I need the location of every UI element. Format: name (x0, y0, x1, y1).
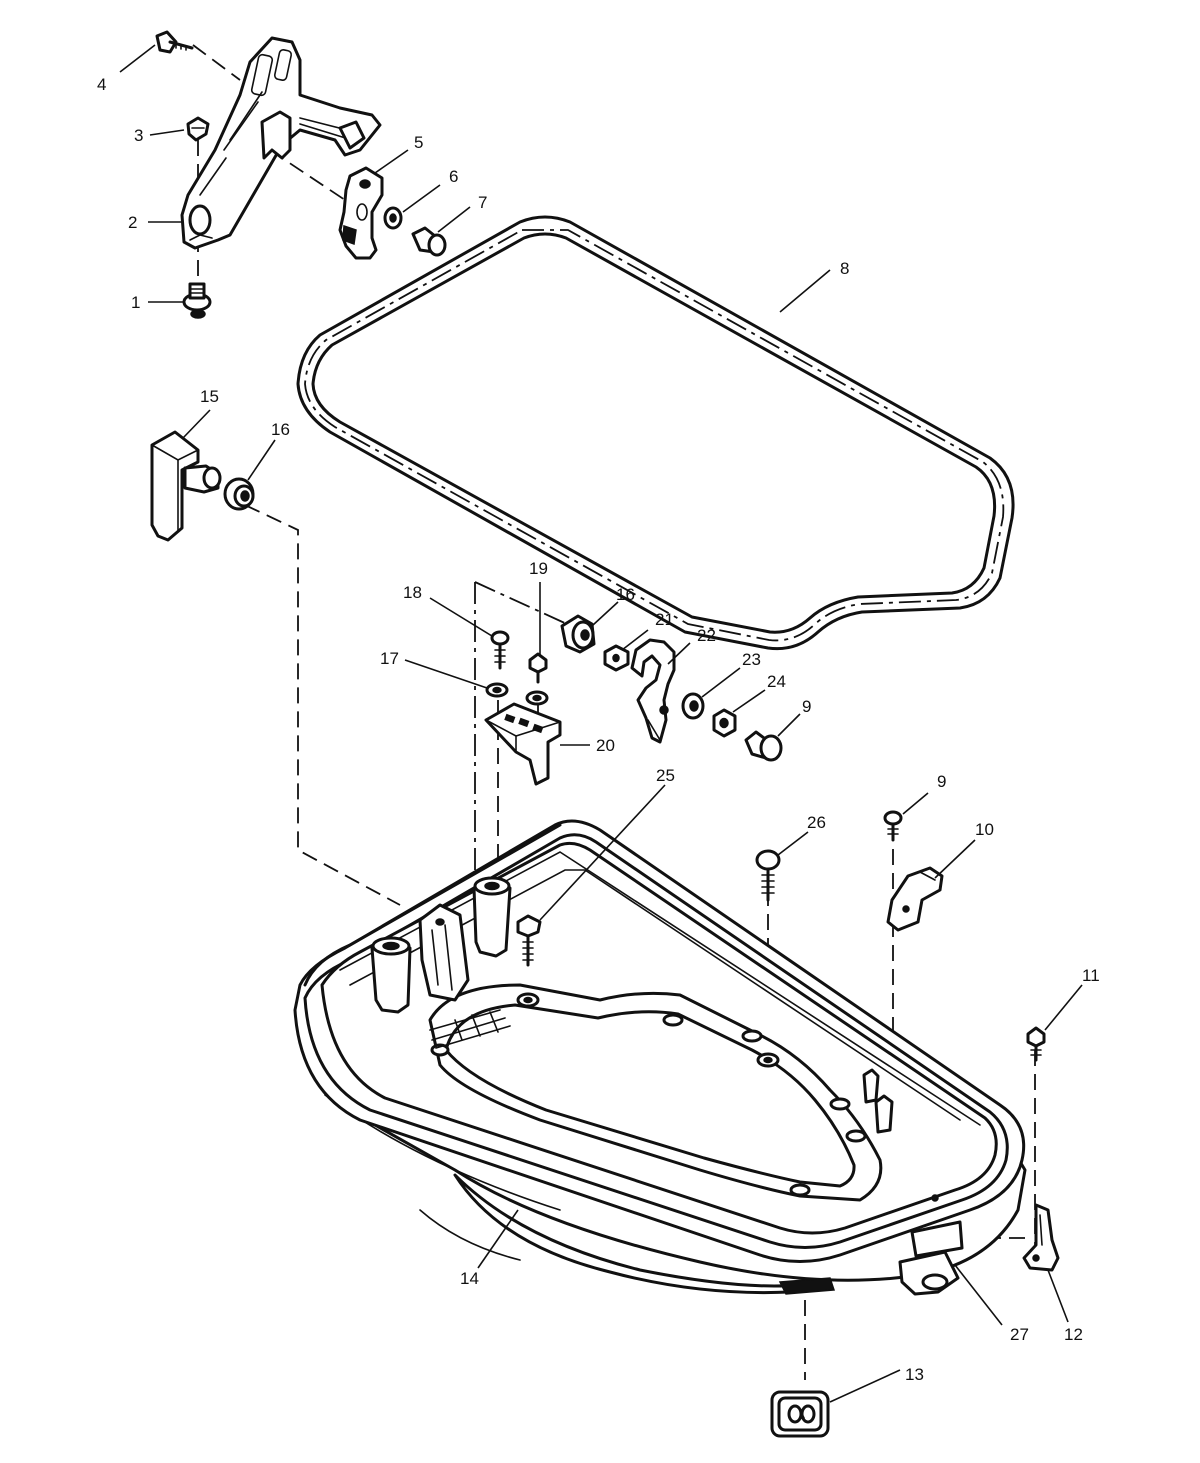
washer-23-icon (681, 692, 705, 720)
callout-5: 5 (414, 133, 423, 152)
washer-19b-icon (525, 690, 549, 706)
fastener-3-icon (186, 116, 210, 142)
callout-11: 11 (1082, 966, 1100, 985)
callout-12: 12 (1064, 1325, 1083, 1344)
link-arm-5-icon (338, 166, 384, 260)
grommet-plug-13-icon (770, 1390, 830, 1438)
nut-21-icon (603, 644, 630, 672)
grommet-16-icon (223, 477, 255, 511)
bolt-9a-icon (744, 730, 783, 762)
washer-6-icon (383, 206, 403, 230)
callout-2: 2 (128, 213, 137, 232)
bolt-9b-icon (883, 810, 903, 842)
hinge-block-15-icon (150, 430, 222, 542)
leader-lines (119, 44, 1083, 1403)
fastener-1-icon (182, 282, 212, 319)
callout-4: 4 (97, 75, 106, 94)
bolt-19-icon (528, 652, 548, 684)
callout-6: 6 (449, 167, 458, 186)
bolt-18-icon (490, 630, 510, 670)
latch-hook-22-icon (630, 638, 676, 744)
bolt-26-icon (755, 849, 781, 902)
callout-8: 8 (840, 259, 849, 278)
callout-17: 17 (380, 649, 399, 668)
cowl-bracket-icon (180, 36, 382, 250)
callout-18: 18 (403, 583, 422, 602)
bolt-11-icon (1026, 1026, 1046, 1062)
cowl-seal-8-icon (296, 215, 1015, 651)
callout-labels: 1 2 3 4 5 6 7 8 15 16 18 19 16 21 22 23 … (97, 75, 1100, 1384)
bracket-20-icon (484, 702, 562, 786)
callout-1: 1 (131, 293, 140, 312)
nut-24-icon (712, 708, 737, 738)
callout-10: 10 (975, 820, 994, 839)
callout-15: 15 (200, 387, 219, 406)
retainer-10-icon (886, 866, 944, 932)
callout-27: 27 (1010, 1325, 1029, 1344)
grommet-16b-icon (560, 614, 596, 654)
clip-12-icon (1022, 1203, 1060, 1272)
callout-16b: 16 (616, 585, 635, 604)
callout-22: 22 (697, 626, 716, 645)
bolt-4-icon (155, 30, 194, 54)
callout-7: 7 (478, 193, 487, 212)
callout-19: 19 (529, 559, 548, 578)
callout-23: 23 (742, 650, 761, 669)
callout-14: 14 (460, 1269, 479, 1288)
washer-17-icon (485, 682, 509, 698)
callout-21: 21 (655, 610, 674, 629)
callout-9b: 9 (937, 772, 946, 791)
callout-26: 26 (807, 813, 826, 832)
callout-13: 13 (905, 1365, 924, 1384)
callout-9a: 9 (802, 697, 811, 716)
callout-16a: 16 (271, 420, 290, 439)
bottom-cowl-14-icon (293, 819, 1027, 1296)
bolt-25-icon (516, 914, 542, 967)
callout-25: 25 (656, 766, 675, 785)
callout-24: 24 (767, 672, 786, 691)
callout-20: 20 (596, 736, 615, 755)
bolt-7-icon (411, 226, 447, 257)
callout-3: 3 (134, 126, 143, 145)
